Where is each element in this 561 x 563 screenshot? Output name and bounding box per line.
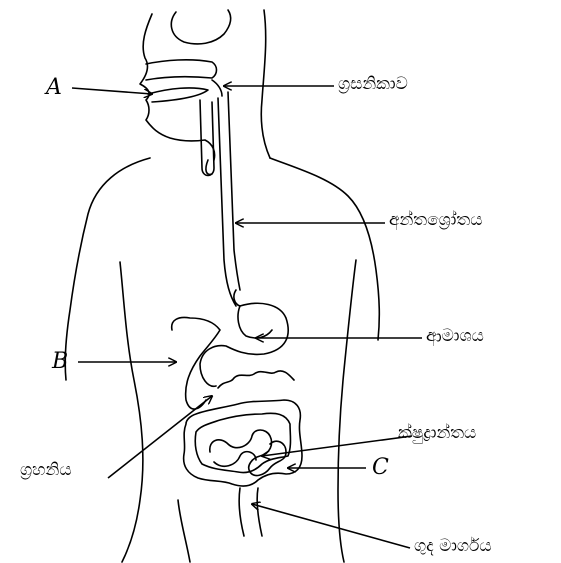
- esophagus-tube: [218, 98, 236, 306]
- torso-right: [270, 158, 379, 340]
- label-a: A: [46, 77, 62, 99]
- label-small-intestine: ක්ෂුද්‍රාන්තය: [398, 425, 476, 442]
- arrow-duodenum: [108, 396, 212, 478]
- face-outline: [140, 14, 215, 160]
- esophagus-tube-outer: [228, 92, 240, 290]
- stomach-inner: [238, 306, 272, 338]
- arrow-rectum: [252, 504, 410, 548]
- label-esophagus: අන්තශ්‍රෝතය: [389, 212, 482, 229]
- head-back: [261, 10, 270, 158]
- label-rectum: ගුද මාර්ගය: [414, 538, 492, 555]
- rectum-tube-outer: [257, 488, 262, 536]
- torso-lower-left: [178, 500, 190, 562]
- label-b: B: [52, 351, 68, 373]
- trachea-branch: [206, 160, 212, 174]
- label-stomach: ආමාශය: [426, 328, 484, 345]
- torso-left: [65, 158, 150, 380]
- label-duodenum: ග්‍රහනිය: [20, 462, 72, 479]
- liver-outline: [172, 318, 220, 410]
- small-intestine-coils: [210, 430, 286, 475]
- rectum-tube: [239, 488, 244, 536]
- pancreas: [218, 371, 294, 388]
- head-outline: [171, 10, 230, 44]
- nasal-cavity: [146, 60, 217, 80]
- arrow-a: [72, 88, 152, 94]
- torso-left-inner: [120, 262, 143, 562]
- palate: [212, 80, 222, 96]
- torso-right-inner: [338, 260, 356, 562]
- oral-cavity: [148, 88, 208, 102]
- label-pharynx: ග්‍රසනිකාව: [338, 76, 408, 93]
- label-c: C: [372, 457, 389, 479]
